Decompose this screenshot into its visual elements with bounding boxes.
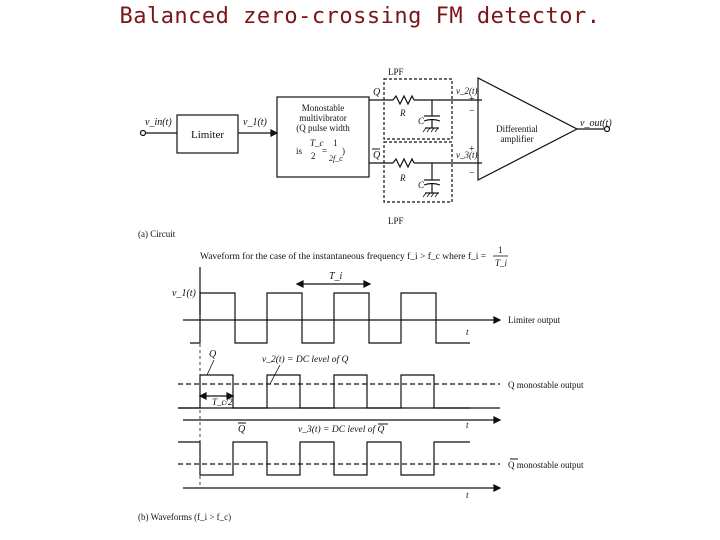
- input-terminal: [139, 129, 147, 137]
- v1-axis-arrow: [493, 316, 502, 324]
- ground-top-hatch: [422, 127, 439, 133]
- resistor-top: [392, 94, 415, 106]
- t-label-1: t: [466, 327, 469, 337]
- mono-frac1-den: 2: [311, 151, 316, 161]
- mono-is: is: [296, 146, 303, 156]
- lpf-top-label: LPF: [388, 67, 404, 77]
- plus-sign: +: [469, 94, 475, 105]
- mono-line3: (Q pulse width: [296, 123, 350, 133]
- ti-label: T_i: [329, 271, 343, 282]
- limiter-output-wave: [190, 292, 470, 344]
- tc2-label: T_c/2: [212, 397, 233, 407]
- r-top-label: R: [399, 108, 406, 118]
- plus-sign-bottom: +: [469, 144, 475, 155]
- mono-frac2-num: 1: [333, 138, 338, 148]
- minus-sign-top: −: [469, 106, 475, 117]
- ti-arrow-right: [363, 280, 372, 288]
- r-bottom-label: R: [399, 173, 406, 183]
- q-wave-label: Q: [209, 349, 217, 360]
- minus-sign-bottom: −: [469, 168, 475, 179]
- c-top-label: C: [418, 116, 425, 126]
- output-terminal: [603, 125, 611, 133]
- t-label-2: t: [466, 420, 469, 430]
- limiter-label: Limiter: [191, 129, 224, 141]
- tc2-arrow-left: [198, 392, 207, 400]
- slide-title: Balanced zero-crossing FM detector.: [119, 4, 601, 29]
- output-label: v_out(t): [580, 118, 612, 129]
- v2-dc-label: v_2(t) = DC level of Q: [262, 354, 348, 365]
- v2-pointer: [269, 364, 281, 385]
- mono-close: ): [342, 146, 345, 156]
- monostable-box: [276, 96, 370, 178]
- qbar-axis-arrow: [493, 484, 502, 492]
- tc2-arrow-right: [226, 392, 235, 400]
- mono-frac1-num: T_c: [310, 138, 324, 148]
- waveform-header: Waveform for the case of the instantaneo…: [200, 251, 486, 262]
- header-frac-den: T_i: [495, 258, 508, 268]
- resistor-bottom: [392, 157, 415, 169]
- limiter-output-label: Limiter output: [508, 315, 561, 325]
- q-monostable-wave: [178, 374, 470, 409]
- ground-bottom-hatch: [422, 192, 439, 198]
- mono-frac2-den: 2f_c: [329, 154, 343, 163]
- diff-amp-triangle: [477, 77, 579, 181]
- mono-line2: multivibrator: [299, 113, 347, 123]
- lpf-top-box: [383, 78, 453, 140]
- diff-amp-line2: amplifier: [501, 134, 534, 144]
- v1-arrow: [270, 129, 279, 137]
- qbar-mono-label: Q monostable output: [508, 460, 584, 470]
- ti-arrow-left: [295, 280, 304, 288]
- header-frac-num: 1: [498, 245, 503, 255]
- waveforms-caption: (b) Waveforms (f_i > f_c): [138, 512, 231, 522]
- qbar-output-label: Q: [373, 150, 381, 161]
- q-mono-label: Q monostable output: [508, 380, 584, 390]
- v3-dc-label: v_3(t) = DC level of Q: [298, 424, 384, 435]
- limiter-box: [176, 114, 239, 154]
- diff-amp-line1: Differential: [496, 124, 538, 134]
- lpf-bottom-label: LPF: [388, 216, 404, 226]
- mono-eq: =: [322, 146, 327, 156]
- circuit-caption: (a) Circuit: [138, 229, 176, 239]
- q-output-label: Q: [373, 87, 381, 98]
- v2-circuit-label: v_2(t): [456, 86, 478, 96]
- c-bottom-label: C: [418, 180, 425, 190]
- q-pointer: [206, 359, 215, 376]
- v1-label: v_1(t): [243, 117, 268, 128]
- input-label: v_in(t): [145, 117, 172, 128]
- mono-line1: Monostable: [302, 103, 345, 113]
- cap-top-plate2: [423, 118, 441, 122]
- cap-bottom-plate2: [423, 182, 441, 186]
- v1-wave-label: v_1(t): [172, 288, 197, 299]
- v3-circuit-label: v_3(t): [456, 150, 478, 160]
- lpf-bottom-box: [383, 141, 453, 203]
- t-label-3: t: [466, 490, 469, 500]
- qbar-wave-label: Q: [238, 424, 246, 435]
- qbar-monostable-wave: [178, 441, 470, 476]
